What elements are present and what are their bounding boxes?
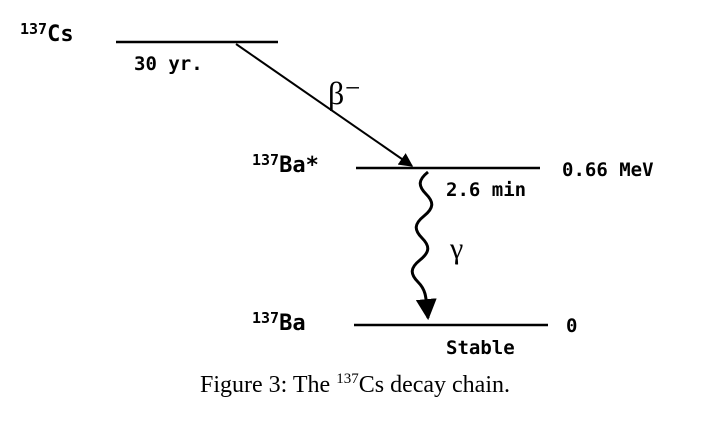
gamma-label: γ (449, 232, 463, 265)
ba-ground-energy: 0 (566, 315, 577, 337)
ba-excited-label: 137Ba* (252, 151, 319, 178)
cs-label: 137Cs (20, 20, 74, 47)
ba-excited-halflife: 2.6 min (446, 179, 526, 201)
cs-halflife: 30 yr. (134, 53, 203, 75)
ba-ground-status: Stable (446, 337, 515, 359)
beta-decay-arrow (235, 43, 414, 167)
ba-excited-energy: 0.66 MeV (562, 159, 654, 181)
gamma-decay-arrow (410, 170, 437, 321)
beta-label: β⁻ (328, 75, 361, 111)
ba-ground-label: 137Ba (252, 309, 306, 336)
figure-caption: Figure 3: The 137Cs decay chain. (200, 371, 510, 398)
